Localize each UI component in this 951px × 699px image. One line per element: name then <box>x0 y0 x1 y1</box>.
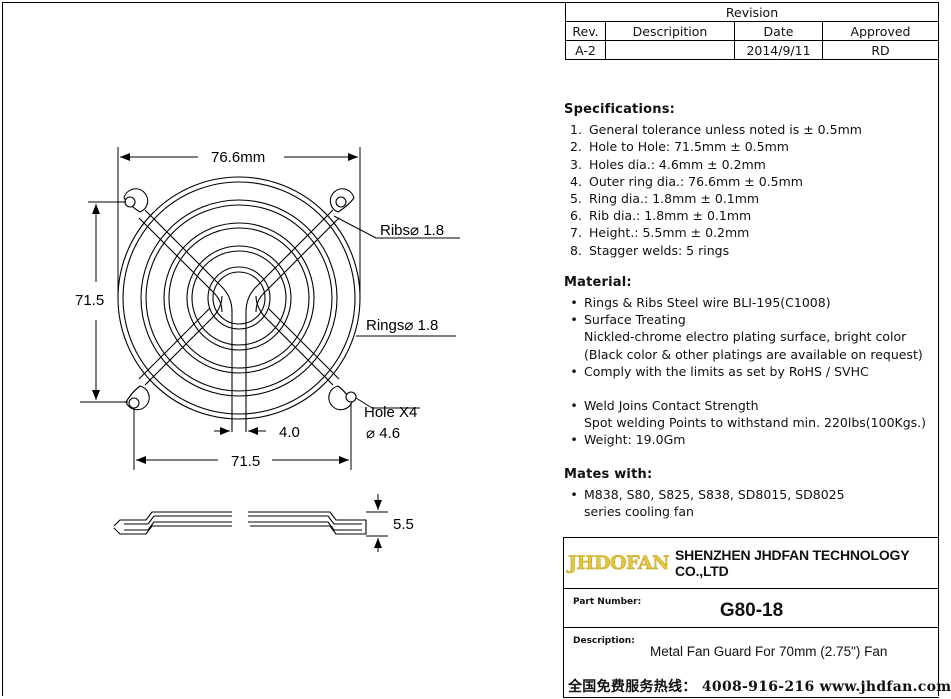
material-item: •Weld Joins Contact Strength <box>570 398 759 414</box>
part-number-row: Part Number: G80-18 <box>564 589 939 628</box>
company-name: SHENZHEN JHDFAN TECHNOLOGY CO.,LTD <box>674 547 910 579</box>
fan-guard-drawing: 76.6mm 71.5 71.5 4.0 Ribs⌀ 1.8 <box>75 147 460 552</box>
side-profile <box>113 511 367 535</box>
mates-item: •M838, S80, S825, S838, SD8015, SD8025 <box>570 486 845 502</box>
hole-label: Hole X4 <box>364 404 417 421</box>
spec-item: 4.Outer ring dia.: 76.6mm ± 0.5mm <box>570 173 803 189</box>
spec-item: 2.Hole to Hole: 71.5mm ± 0.5mm <box>570 139 789 155</box>
spec-item: 5.Ring dia.: 1.8mm ± 0.1mm <box>570 191 760 207</box>
material-item: •Rings & Ribs Steel wire BLI-195(C1008) <box>570 295 831 311</box>
part-description: Metal Fan Guard For 70mm (2.75") Fan <box>650 644 888 659</box>
drawing-frame <box>2 2 939 696</box>
spec-item: 1.General tolerance unless noted is ± 0.… <box>570 122 862 138</box>
part-number: G80-18 <box>719 600 784 621</box>
hole-dia-label: ⌀ 4.6 <box>366 425 400 442</box>
spec-item: 3.Holes dia.: 4.6mm ± 0.2mm <box>570 156 766 172</box>
material-heading: Material: <box>564 274 632 290</box>
height-dimension <box>366 494 388 552</box>
hotline-footer: 全国免费服务热线： 4008-916-216 www.jhdfan.com <box>568 679 951 695</box>
hole-vertical-label: 71.5 <box>75 292 104 309</box>
material-item: •Comply with the limits as set by RoHS /… <box>570 363 869 379</box>
approved-value: RD <box>822 40 939 60</box>
revision-title: Revision <box>565 2 939 22</box>
hole-horizontal-dimension <box>133 403 352 470</box>
company-logo: JHDOFAN <box>568 552 670 575</box>
description-label: Description: <box>573 636 635 646</box>
mates-list: •M838, S80, S825, S838, SD8015, SD8025 s… <box>564 486 936 520</box>
description-header: Descripition <box>605 21 735 41</box>
hole-leader <box>355 397 420 409</box>
ribs-leader <box>333 215 460 239</box>
spec-item: 8.Stagger welds: 5 rings <box>570 242 730 258</box>
mates-heading: Mates with: <box>564 466 653 482</box>
spec-item: 7.Height.: 5.5mm ± 0.2mm <box>570 225 750 241</box>
description-row: Description: Metal Fan Guard For 70mm (2… <box>564 628 939 699</box>
spec-item: 6.Rib dia.: 1.8mm ± 0.1mm <box>570 208 752 224</box>
material-item: •Weight: 19.0Gm <box>570 432 686 448</box>
mates-subitem: series cooling fan <box>584 504 694 520</box>
rings <box>117 176 361 420</box>
hole-horizontal-label: 71.5 <box>231 453 260 470</box>
rings-label: Rings⌀ 1.8 <box>366 317 438 334</box>
part-number-label: Part Number: <box>573 597 642 607</box>
date-header: Date <box>734 21 823 41</box>
outer-dimension-label: 76.6mm <box>211 149 265 166</box>
ribs-label: Ribs⌀ 1.8 <box>380 222 444 239</box>
revision-table: Revision Rev. Descripition Date Approved… <box>565 2 939 60</box>
mounting-holes <box>123 188 357 411</box>
hole-vertical-dimension <box>80 201 128 403</box>
date-value: 2014/9/11 <box>734 40 823 60</box>
material-item: •Surface Treating <box>570 312 686 328</box>
material-list: •Rings & Ribs Steel wire BLI-195(C1008) … <box>564 294 936 449</box>
ribs <box>138 209 340 432</box>
approved-header: Approved <box>822 21 939 41</box>
specifications-heading: Specifications: <box>564 102 676 117</box>
outer-dimension <box>117 147 361 296</box>
company-row: JHDOFAN SHENZHEN JHDFAN TECHNOLOGY CO.,L… <box>564 538 939 589</box>
rev-value: A-2 <box>565 40 606 60</box>
title-block: JHDOFAN SHENZHEN JHDFAN TECHNOLOGY CO.,L… <box>563 537 939 698</box>
specifications-panel: Specifications: 1.General tolerance unle… <box>564 101 936 520</box>
rev-header: Rev. <box>565 21 606 41</box>
material-subitem: (Black color & other platings are availa… <box>584 346 923 362</box>
material-subitem: Nickled-chrome electro plating surface, … <box>584 329 907 345</box>
description-value <box>605 40 735 60</box>
center-dimension-label: 4.0 <box>279 424 300 441</box>
height-label: 5.5 <box>393 516 414 533</box>
material-subitem: Spot welding Points to withstand min. 22… <box>584 415 927 431</box>
specifications-list: 1.General tolerance unless noted is ± 0.… <box>564 121 936 259</box>
